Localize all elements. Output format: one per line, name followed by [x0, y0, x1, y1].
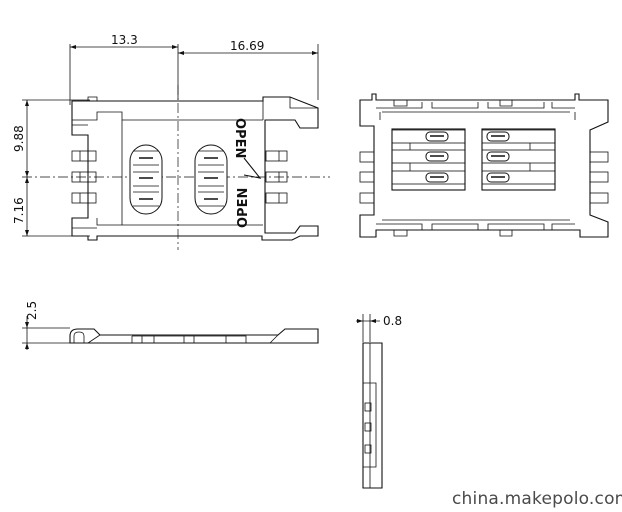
open-marking-lower: OPEN — [236, 188, 251, 228]
dimension-label-0-8: 0.8 — [383, 314, 402, 328]
open-marking-upper: OPEN — [232, 118, 247, 158]
contact-pads-right — [194, 144, 228, 215]
dimension-label-9-88: 9.88 — [12, 125, 26, 152]
dimension-label-2-5: 2.5 — [25, 301, 39, 320]
side-view-outline — [69, 328, 319, 344]
bottom-contacts-left — [391, 128, 466, 191]
end-view-outline — [362, 342, 383, 489]
dimension-width-right: 16.69 — [178, 39, 318, 55]
bottom-right-tabs — [589, 151, 609, 204]
left-contact-tabs — [71, 150, 97, 204]
dimension-label-16-69: 16.69 — [230, 39, 264, 53]
dimension-width-left: 13.3 — [70, 33, 178, 49]
watermark-text: china.makepolo.com — [452, 489, 622, 509]
bottom-contacts-right — [481, 128, 556, 191]
bottom-view — [359, 93, 609, 238]
dimension-label-7-16: 7.16 — [12, 197, 26, 224]
right-contact-tabs — [265, 150, 288, 204]
contact-pads-left — [129, 144, 163, 215]
dimension-label-13-3: 13.3 — [111, 33, 138, 47]
top-view: 13.3 16.69 9.88 7.16 — [12, 33, 330, 250]
open-arrow-icon — [243, 157, 262, 179]
bottom-view-body-outline — [359, 93, 609, 238]
end-view: 0.8 — [356, 314, 402, 489]
bottom-left-tabs — [359, 151, 375, 204]
side-view: 2.5 — [22, 301, 319, 350]
top-view-body-outline — [71, 96, 319, 241]
